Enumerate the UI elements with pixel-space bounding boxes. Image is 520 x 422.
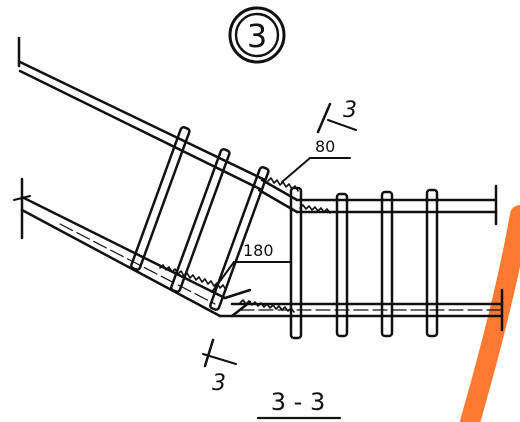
inclined-stirrups [130,126,270,311]
lower-horizontal-bar [230,288,504,332]
weld-length-upper: 80 [315,137,335,156]
section-title: 3 - 3 [256,388,342,420]
weld-leader-lower: 180 [211,241,291,293]
weld-leader-upper: 80 [281,137,351,183]
section-cut-bottom: 3 [202,338,237,396]
watermark-arc [460,205,520,422]
section-cut-top-label: 3 [343,98,357,123]
section-cut-bottom-label: 3 [212,371,226,396]
detail-marker-number: 3 [247,17,267,55]
weld-lower-right [239,299,295,313]
weld-upper-right [299,204,331,214]
weld-lower [159,264,227,291]
vertical-stirrups [289,186,439,340]
section-title-text: 3 - 3 [271,388,325,416]
break-marks [13,36,31,240]
detail-marker: 3 [228,6,286,64]
lower-inclined-bar [20,195,227,318]
upper-horizontal-bar [295,184,498,226]
weld-length-lower: 180 [243,241,274,260]
section-cut-top: 3 [316,98,357,134]
